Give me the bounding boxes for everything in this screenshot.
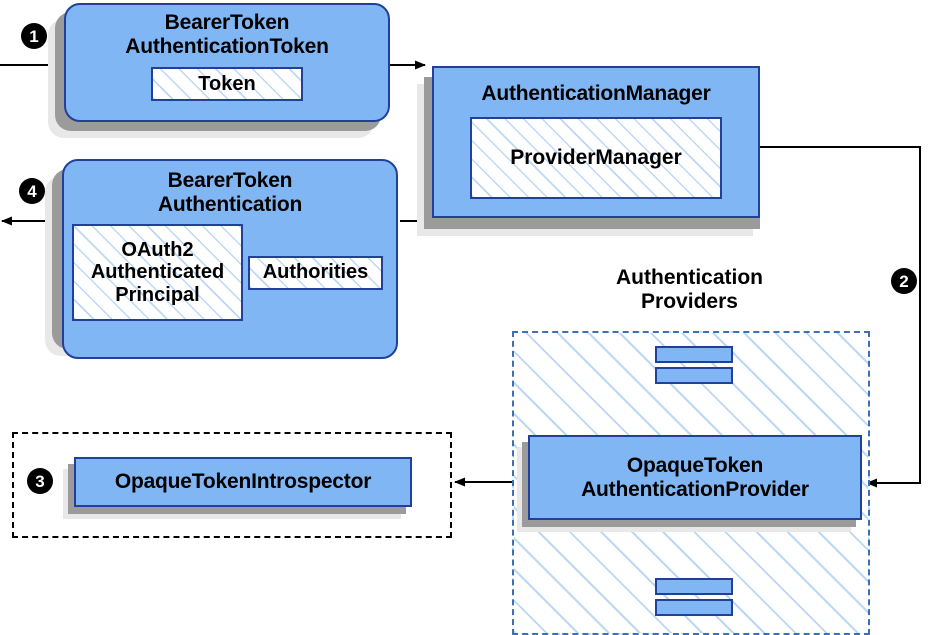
provider-manager-inner-box[interactable]: ProviderManager [470, 116, 722, 199]
opaque-token-authentication-provider-title: OpaqueToken AuthenticationProvider [581, 453, 809, 501]
provider-bar-top-2 [655, 367, 733, 384]
bearer-token-authentication[interactable]: BearerToken Authentication OAuth2 Authen… [62, 159, 398, 359]
step-marker-2: 2 [891, 268, 917, 294]
step-marker-4: 4 [19, 178, 45, 204]
step-marker-1-label: 1 [29, 26, 39, 46]
authentication-providers-caption: Authentication Providers [616, 266, 763, 314]
opaque-token-introspector-title: OpaqueTokenIntrospector [114, 470, 372, 494]
bearer-token-authentication-token[interactable]: BearerToken AuthenticationToken Token [64, 3, 390, 122]
authorities-inner-box[interactable]: Authorities [248, 255, 383, 290]
oauth2-authenticated-principal-inner-box[interactable]: OAuth2 Authenticated Principal [72, 224, 243, 322]
bearer-token-authentication-title: BearerToken Authentication [157, 169, 303, 216]
step-marker-3: 3 [27, 468, 53, 494]
token-inner-box[interactable]: Token [151, 67, 303, 102]
bearer-token-authentication-token-title: BearerToken AuthenticationToken [125, 11, 329, 58]
step-marker-4-label: 4 [27, 181, 37, 201]
step-marker-1: 1 [21, 23, 47, 49]
provider-bar-bottom-1 [655, 578, 733, 595]
opaque-token-authentication-provider[interactable]: OpaqueToken AuthenticationProvider [528, 435, 862, 520]
authentication-manager[interactable]: AuthenticationManager ProviderManager [432, 66, 760, 218]
provider-bar-top-1 [655, 346, 733, 363]
step-marker-2-label: 2 [899, 271, 909, 291]
provider-bar-bottom-2 [655, 599, 733, 616]
opaque-token-introspector[interactable]: OpaqueTokenIntrospector [74, 457, 412, 507]
step-marker-3-label: 3 [35, 471, 45, 491]
authentication-manager-title: AuthenticationManager [481, 82, 711, 105]
bearer-token-authentication-inner-row: OAuth2 Authenticated Principal Authoriti… [64, 224, 396, 322]
